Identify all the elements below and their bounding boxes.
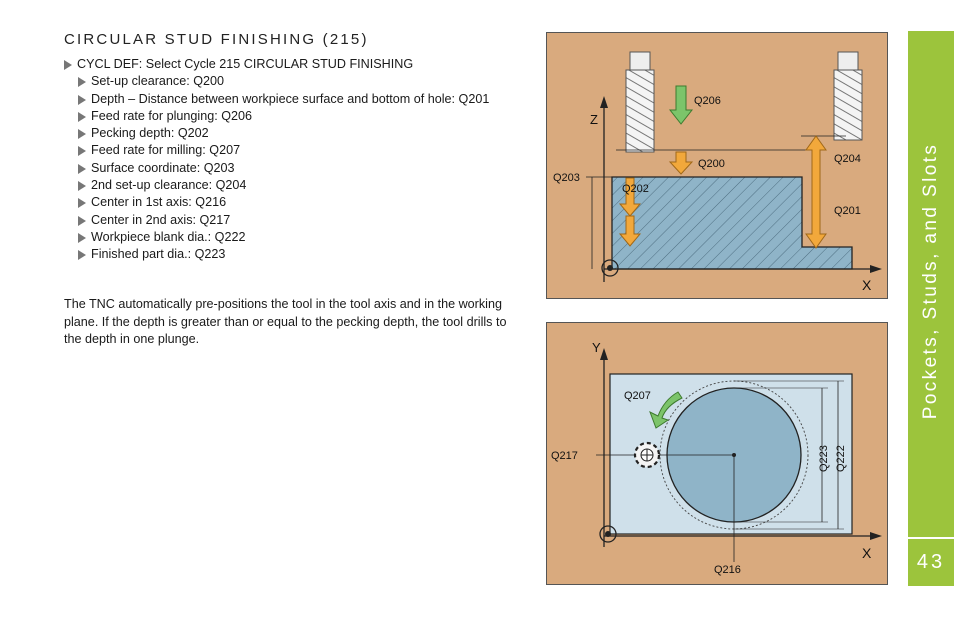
step-item: Depth – Distance between workpiece surfa… (78, 91, 524, 108)
bullet-triangle-icon (78, 250, 86, 261)
bullet-triangle-icon (78, 181, 86, 192)
chapter-title: Pockets, Studs, and Slots (920, 142, 941, 420)
axis-x-label: X (862, 277, 872, 293)
bullet-triangle-icon (64, 60, 72, 70)
section-heading: CIRCULAR STUD FINISHING (215) (64, 31, 369, 48)
step-item: Surface coordinate: Q203 (78, 160, 524, 177)
step-item: Set-up clearance: Q200 (78, 73, 524, 90)
q204-label: Q204 (834, 153, 861, 165)
q202-label: Q202 (622, 183, 649, 195)
q207-label: Q207 (624, 390, 651, 402)
sidebar-divider (908, 537, 954, 539)
step-item: Center in 2nd axis: Q217 (78, 212, 524, 229)
axis-y-label: Y (592, 340, 601, 355)
milling-tool-left-icon (625, 51, 655, 153)
step-item: Workpiece blank dia.: Q222 (78, 229, 524, 246)
milling-tool-right-icon (833, 51, 863, 141)
step-item: Center in 1st axis: Q216 (78, 194, 524, 211)
step-item: CYCL DEF: Select Cycle 215 CIRCULAR STUD… (64, 56, 524, 73)
bullet-triangle-icon (78, 232, 86, 243)
q201-label: Q201 (834, 205, 861, 217)
axis-z-label: Z (590, 112, 598, 127)
setup-clearance-arrow-icon (668, 151, 694, 175)
step-item: Feed rate for milling: Q207 (78, 142, 524, 159)
step-list: CYCL DEF: Select Cycle 215 CIRCULAR STUD… (64, 56, 524, 264)
q222-label: Q222 (835, 445, 847, 472)
plunge-feed-arrow-icon (668, 85, 694, 125)
step-item: Pecking depth: Q202 (78, 125, 524, 142)
axis-x-label: X (862, 545, 872, 561)
bullet-triangle-icon (78, 111, 86, 122)
pecking-arrow-icon (618, 177, 642, 217)
milling-cutter-icon (633, 441, 661, 469)
datum-symbol-icon (601, 259, 619, 277)
q216-label: Q216 (714, 564, 741, 576)
step-item: 2nd set-up clearance: Q204 (78, 177, 524, 194)
bullet-triangle-icon (78, 77, 86, 88)
bullet-triangle-icon (78, 163, 86, 174)
milling-direction-arrow-icon (649, 391, 683, 429)
step-item: Finished part dia.: Q223 (78, 246, 524, 263)
side-view-diagram: Z X Q206 Q200 Q203 Q202 Q204 Q201 (546, 32, 888, 299)
bullet-triangle-icon (78, 146, 86, 157)
step-item: Feed rate for plunging: Q206 (78, 108, 524, 125)
q223-label: Q223 (818, 445, 830, 472)
top-view-diagram: Y X Q207 Q217 Q216 Q223 Q222 (546, 322, 888, 585)
page-number: 43 (916, 551, 946, 573)
q206-label: Q206 (694, 95, 721, 107)
bullet-triangle-icon (78, 94, 86, 105)
q200-label: Q200 (698, 158, 725, 170)
bullet-triangle-icon (78, 129, 86, 140)
bullet-triangle-icon (78, 215, 86, 226)
second-clearance-arrow-icon (805, 135, 827, 249)
bullet-triangle-icon (78, 198, 86, 209)
chapter-sidebar: Pockets, Studs, and Slots 43 (908, 31, 954, 586)
description-paragraph: The TNC automatically pre-positions the … (64, 297, 507, 346)
q203-label: Q203 (553, 172, 580, 184)
q217-label: Q217 (551, 450, 578, 462)
datum-symbol-icon (599, 525, 617, 543)
